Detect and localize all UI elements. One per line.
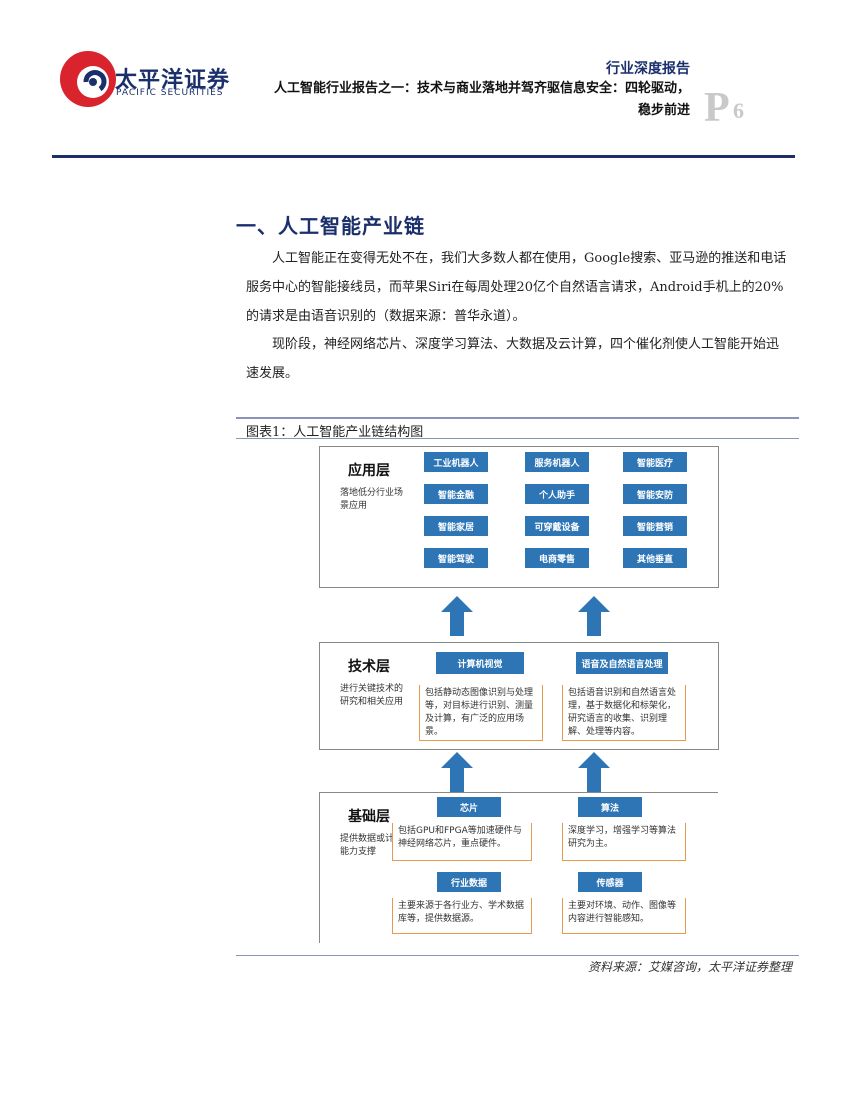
technology-layer-desc: 进行关键技术的研究和相关应用 (340, 684, 404, 707)
base-box-sensor: 传感器 (578, 872, 642, 892)
section-title: 一、人工智能产业链 (236, 214, 425, 238)
company-logo (60, 51, 116, 107)
base-layer-title: 基础层 (348, 809, 390, 825)
app-item-box: 电商零售 (525, 548, 589, 568)
app-item-box: 智能金融 (424, 484, 488, 504)
base-box-chip: 芯片 (437, 797, 501, 817)
app-item-box: 个人助手 (525, 484, 589, 504)
base-desc-sensor: 主要对环境、动作、图像等内容进行智能感知。 (562, 898, 686, 934)
report-title: 人工智能行业报告之一：技术与商业落地并驾齐驱信息安全：四轮驱动， 稳步前进 (220, 78, 690, 122)
technology-layer-title: 技术层 (348, 659, 390, 675)
application-layer-title: 应用层 (348, 463, 390, 479)
app-item-box: 可穿戴设备 (525, 516, 589, 536)
figure-caption: 图表1：人工智能产业链结构图 (246, 425, 424, 440)
header-divider (52, 155, 795, 158)
app-item-box: 智能营销 (623, 516, 687, 536)
app-item-box: 智能驾驶 (424, 548, 488, 568)
tech-desc-computer-vision: 包括静动态图像识别与处理等，对目标进行识别、测量及计算，有广泛的应用场景。 (419, 685, 543, 741)
up-arrow-icon (441, 596, 473, 636)
page-letter: P (704, 85, 730, 131)
base-box-industry-data: 行业数据 (437, 872, 501, 892)
paragraph-2: 现阶段，神经网络芯片、深度学习算法、大数据及云计算，四个催化剂使人工智能开始迅速… (246, 337, 780, 381)
base-desc-algorithm: 深度学习，增强学习等算法研究为主。 (562, 823, 686, 861)
base-layer-desc: 提供数据或计算能力支撑 (340, 834, 404, 857)
up-arrow-icon (578, 596, 610, 636)
tech-box-speech-nlp: 语音及自然语言处理 (576, 652, 668, 674)
paragraph-1: 人工智能正在变得无处不在，我们大多数人都在使用，Google搜索、亚马逊的推送和… (246, 251, 787, 324)
figure-caption-rule (236, 438, 799, 439)
app-item-box: 服务机器人 (525, 452, 589, 472)
base-desc-industry-data: 主要来源于各行业方、学术数据库等，提供数据源。 (392, 898, 532, 934)
app-item-box: 智能安防 (623, 484, 687, 504)
logo-text-en: PACIFIC SECURITIES (116, 88, 224, 98)
application-layer-desc: 落地低分行业场景应用 (340, 488, 404, 511)
page-number: 6 (733, 98, 744, 123)
up-arrow-icon (441, 752, 473, 792)
app-item-box: 智能家居 (424, 516, 488, 536)
app-item-box: 智能医疗 (623, 452, 687, 472)
app-item-box: 工业机器人 (424, 452, 488, 472)
figure-source: 资料来源：艾媒咨询，太平洋证券整理 (587, 960, 792, 974)
report-type: 行业深度报告 (606, 61, 690, 77)
tech-desc-speech-nlp: 包括语音识别和自然语言处理，基于数据化和标架化，研究语言的收集、识别理解、处理等… (562, 685, 686, 741)
figure-top-rule (236, 417, 799, 419)
report-title-line1: 人工智能行业报告之一：技术与商业落地并驾齐驱信息安全：四轮驱动， (273, 81, 690, 96)
base-desc-chip: 包括GPU和FPGA等加速硬件与神经网络芯片，重点硬件。 (392, 823, 532, 861)
report-title-line2: 稳步前进 (637, 103, 690, 118)
up-arrow-icon (578, 752, 610, 792)
logo-text-cn: 太平洋证券 (115, 68, 231, 93)
base-box-algorithm: 算法 (578, 797, 642, 817)
app-item-box: 其他垂直 (623, 548, 687, 568)
source-rule (236, 955, 799, 956)
tech-box-computer-vision: 计算机视觉 (436, 652, 524, 674)
